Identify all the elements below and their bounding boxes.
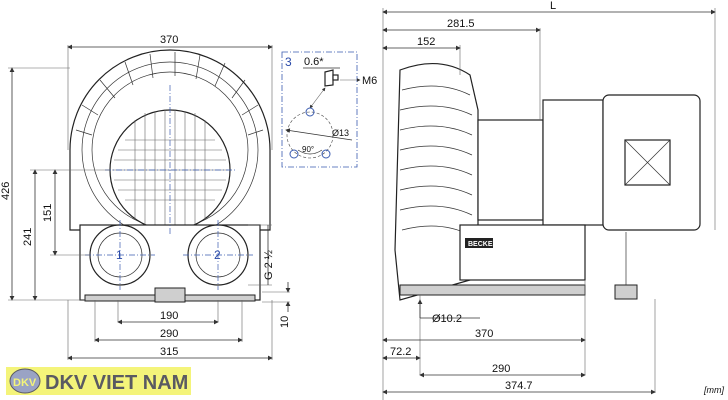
dim-290: 290 [160, 328, 178, 340]
angle-arc [297, 149, 323, 155]
dim-290-side: 290 [492, 363, 510, 375]
housing-ribs [75, 52, 264, 136]
detail-diameter-line [285, 128, 353, 141]
dim-281: 281.5 [447, 18, 475, 30]
dim-port-thread: G 2 ½ [263, 250, 275, 280]
drain-valve [614, 284, 638, 300]
dim-length-L: L [550, 0, 556, 12]
bolt-circle [286, 111, 334, 159]
bolt-hole [321, 149, 331, 159]
bolt-hole [305, 107, 315, 117]
side-ribs [399, 85, 473, 236]
logo-emblem [9, 368, 41, 394]
extension-lines-right [248, 224, 290, 303]
side-base [399, 284, 586, 296]
motor-flange [477, 119, 544, 221]
units-label: [mm] [703, 385, 724, 395]
dim-152: 152 [417, 36, 435, 48]
dim-370-side: 370 [475, 328, 493, 340]
extension-lines-bottom [67, 300, 273, 360]
side-extension-lines [382, 8, 716, 400]
dim-315: 315 [160, 346, 178, 358]
dim-height-151: 151 [42, 204, 54, 222]
detail-label: 3 [285, 55, 292, 69]
center-lines [85, 85, 253, 290]
dim-height-241: 241 [22, 228, 34, 246]
dim-72: 72.2 [390, 346, 411, 358]
detail-frame [281, 51, 358, 168]
dkv-logo: DKV DKV VIET NAM [6, 367, 191, 395]
dim-base-10: 10 [279, 316, 291, 328]
blower-side [394, 62, 479, 301]
detail-offset: 0.6* [304, 56, 324, 68]
silencer-box [459, 224, 586, 281]
dim-374: 374.7 [505, 380, 533, 392]
bolt-hole [289, 149, 299, 159]
drain-plug [154, 287, 186, 303]
dim-hole-diameter: Ø10.2 [432, 313, 462, 325]
dim-190: 190 [160, 310, 178, 322]
dim-height-426: 426 [0, 182, 12, 200]
logo-mark: DKV [13, 377, 37, 389]
detail-link-arrow [309, 87, 326, 109]
brand-plate [465, 238, 493, 248]
screw-shank [332, 74, 339, 81]
motor-body [542, 99, 604, 226]
port-1-label: 1 [116, 248, 123, 262]
detail-diameter: Ø13 [332, 128, 349, 138]
dim-width-370: 370 [160, 34, 178, 46]
screw-head [324, 69, 334, 87]
front-view: 1 2 370 426 241 151 G 2 ½ 10 190 290 315 [0, 34, 291, 361]
terminal-box-cross [624, 139, 671, 186]
detail-3: 3 0.6* M6 Ø13 90° [281, 51, 377, 168]
extension-lines [8, 45, 273, 301]
brand-label: BECKER [468, 241, 498, 248]
logo-text: DKV VIET NAM [45, 372, 188, 394]
detail-angle: 90° [302, 145, 314, 154]
port-2-label: 2 [214, 248, 221, 262]
side-view: BECKER L 281.5 152 Ø10.2 370 72.2 290 37… [382, 0, 716, 400]
detail-screw: M6 [362, 75, 377, 87]
